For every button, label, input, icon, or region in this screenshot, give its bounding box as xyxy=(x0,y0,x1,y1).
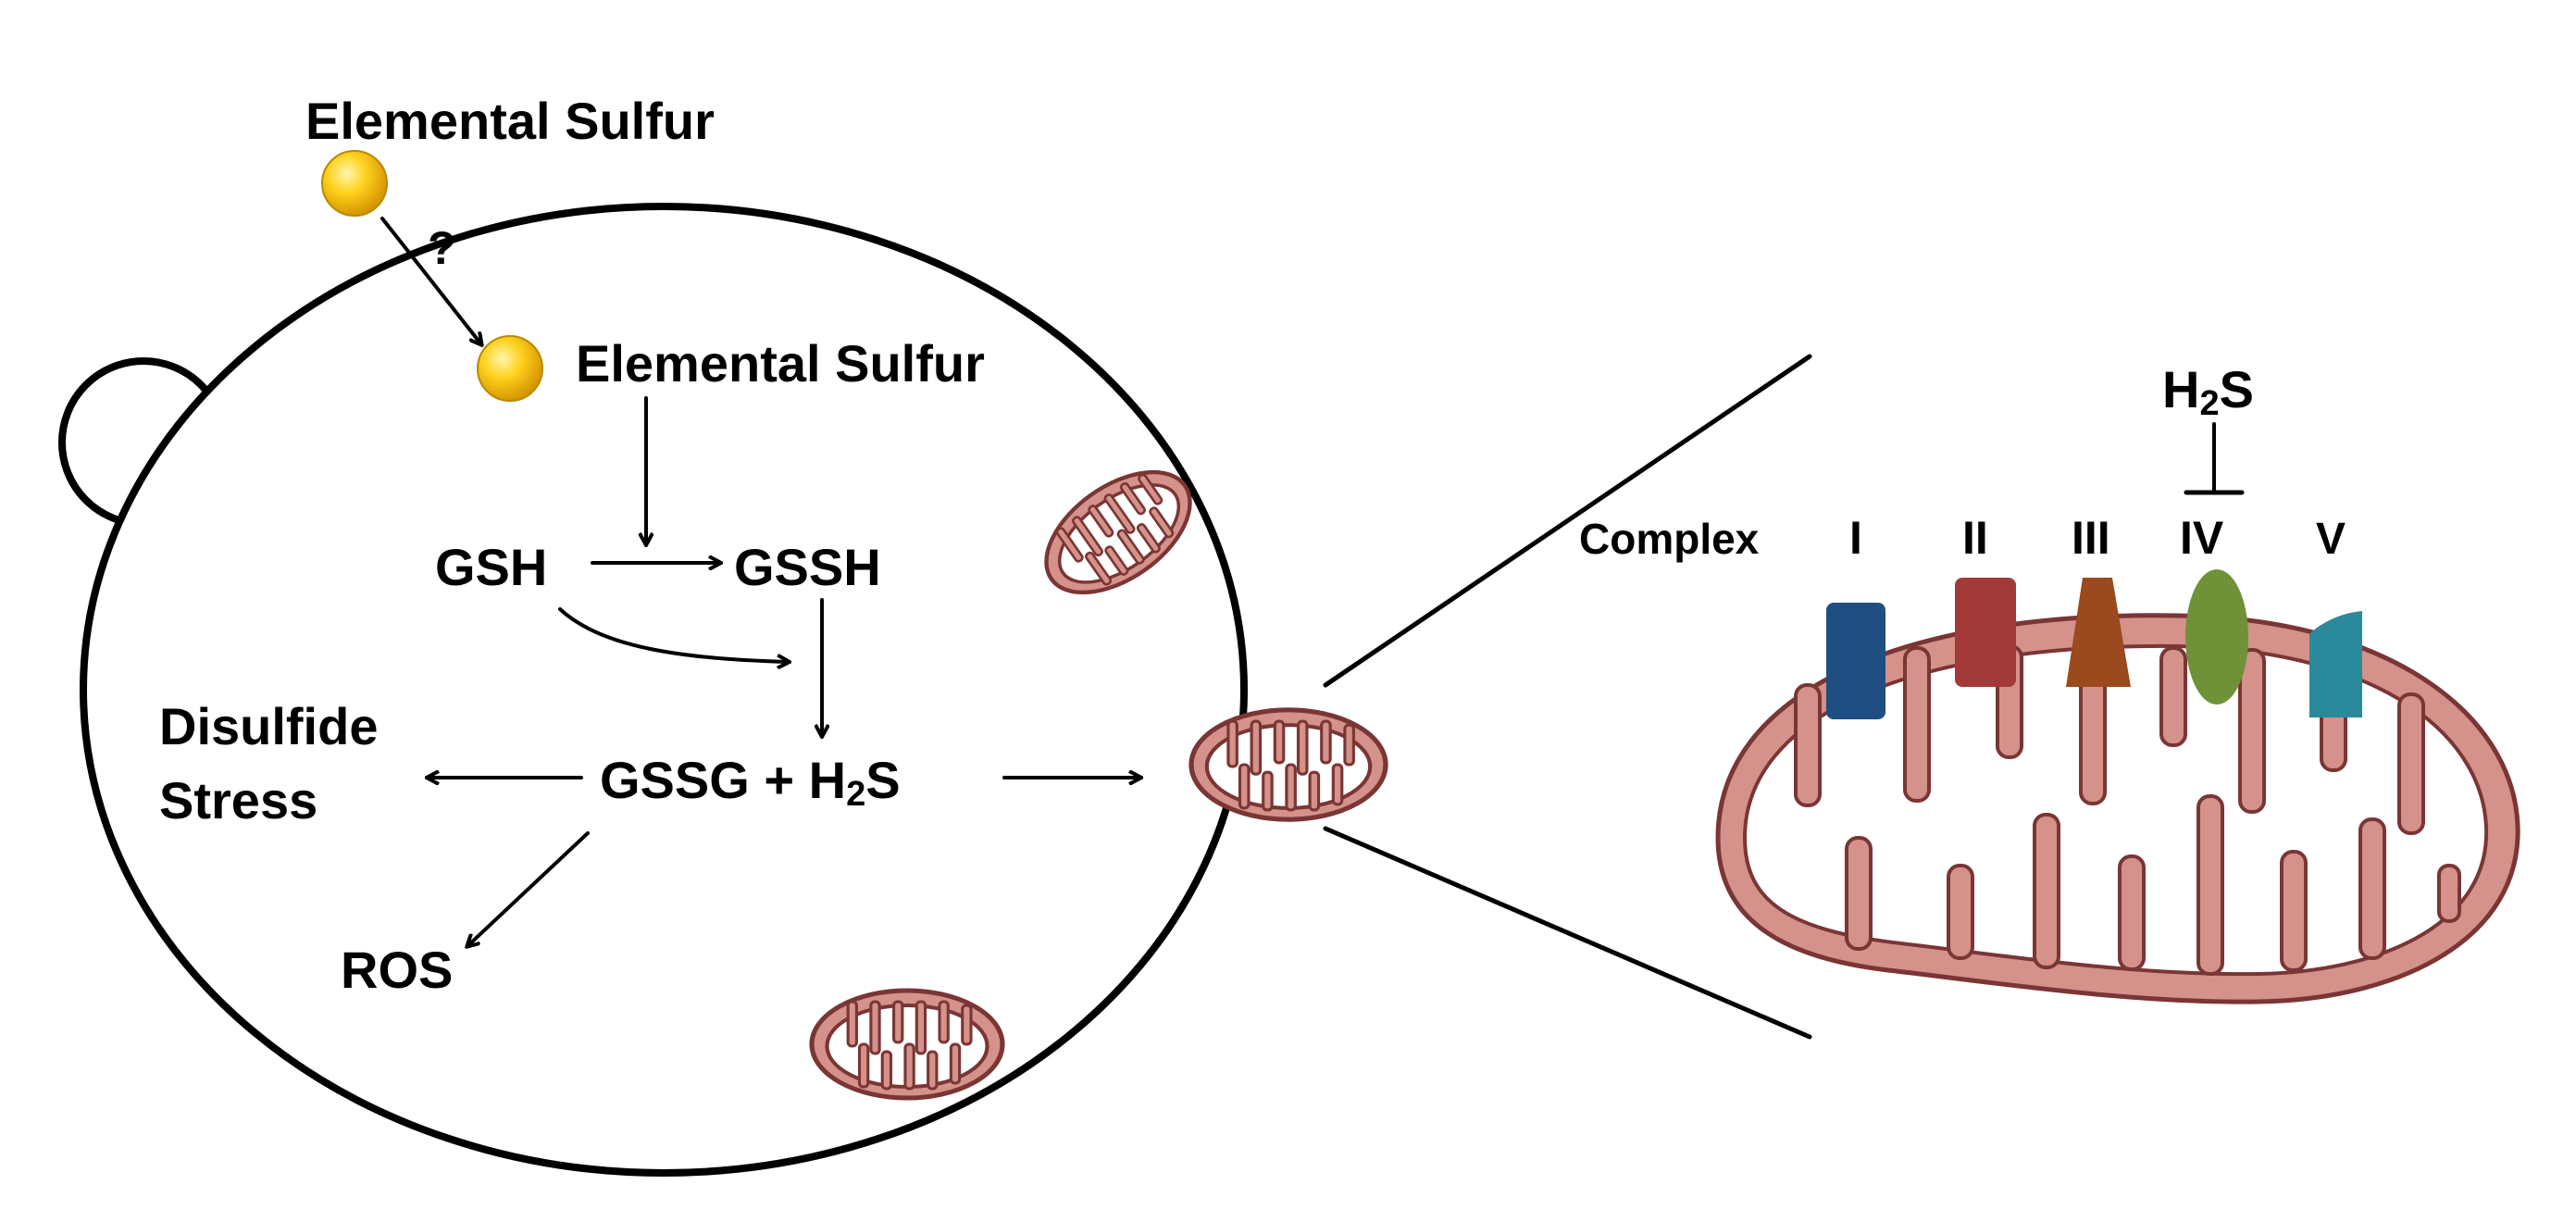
uptake-arrow xyxy=(380,217,481,344)
gssg-h2s-label: GSSG + H2S xyxy=(600,751,901,814)
question-mark-label: ? xyxy=(428,222,456,274)
complex-I-label: I xyxy=(1849,512,1862,564)
stress-label: Stress xyxy=(159,771,317,829)
h2s-inhibitor-label: H2S xyxy=(2162,360,2254,423)
complex-II-shape xyxy=(1955,578,2016,687)
yeast-cell xyxy=(80,203,1248,1177)
elemental-sulfur-inside-label: Elemental Sulfur xyxy=(576,334,985,393)
complex-label: Complex xyxy=(1579,515,1760,563)
ros-label: ROS xyxy=(341,941,453,999)
elemental-sulfur-outside-label: Elemental Sulfur xyxy=(305,92,715,150)
mitochondrion-bottom xyxy=(812,991,1002,1098)
sulfur-sphere-inside xyxy=(477,335,543,402)
zoom-line-upper xyxy=(1323,354,1812,688)
zoom-line-lower xyxy=(1323,826,1812,1040)
mitochondrion-target xyxy=(1191,710,1386,819)
gsh-to-gssg-curved-arrow xyxy=(558,607,789,662)
disulfide-label: Disulfide xyxy=(159,697,378,755)
gsh-label: GSH xyxy=(435,538,547,596)
complex-V-label: V xyxy=(2316,515,2346,564)
complex-II-label: II xyxy=(1962,512,1988,564)
to-ros-arrow xyxy=(467,831,590,946)
sulfur-sphere-outside xyxy=(321,150,388,217)
complex-I-shape xyxy=(1826,603,1885,719)
complex-IV-label: IV xyxy=(2180,512,2224,564)
gssh-label: GSSH xyxy=(734,538,881,596)
complex-IV-shape xyxy=(2185,569,2248,705)
complex-V-shape xyxy=(2309,611,2362,717)
complex-III-label: III xyxy=(2072,512,2110,564)
complex-III-shape xyxy=(2066,578,2131,687)
